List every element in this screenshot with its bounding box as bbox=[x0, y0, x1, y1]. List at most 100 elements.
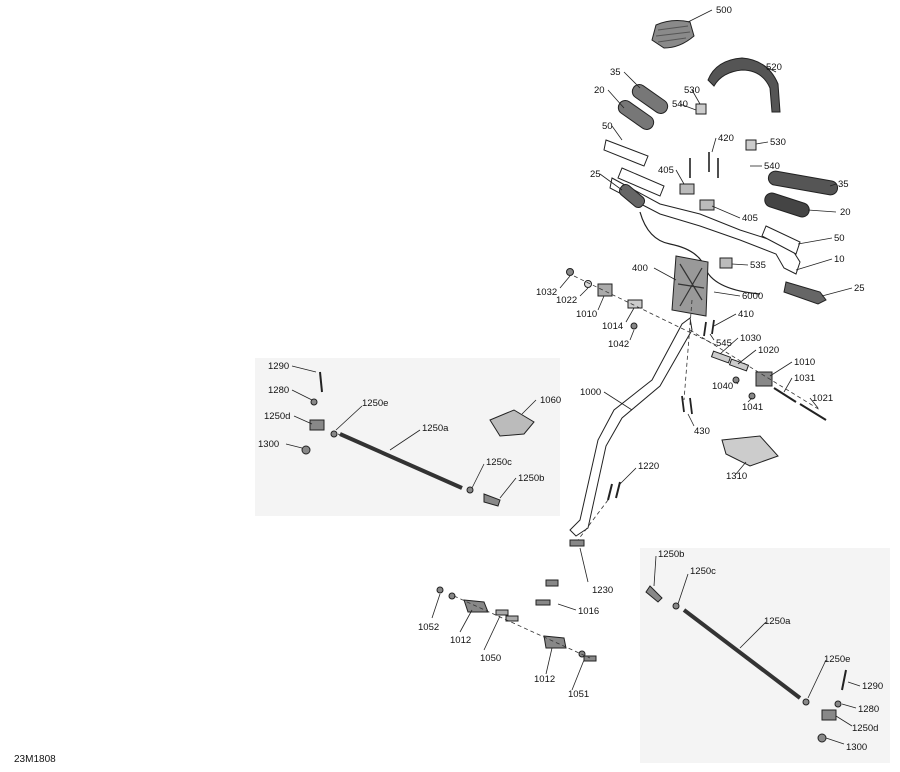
label-410: 410 bbox=[738, 309, 754, 320]
bolts-430 bbox=[681, 395, 693, 415]
tie-rod-end-1250b-right bbox=[645, 585, 663, 603]
label-530-right: 530 bbox=[770, 137, 786, 148]
label-1250d-left: 1250d bbox=[264, 411, 290, 422]
nut-1052-b bbox=[448, 592, 456, 600]
right-tie-rod-panel bbox=[640, 548, 890, 763]
bar-end-right bbox=[783, 281, 827, 305]
ball-joint-1250d-left bbox=[309, 419, 325, 431]
label-1022: 1022 bbox=[556, 295, 577, 306]
label-545: 545 bbox=[716, 338, 732, 349]
nut-1300-right bbox=[817, 733, 827, 743]
label-1051: 1051 bbox=[568, 689, 589, 700]
label-1060: 1060 bbox=[540, 395, 561, 406]
handlebar-part bbox=[609, 177, 801, 275]
label-535: 535 bbox=[750, 260, 766, 271]
sleeve-1020 bbox=[728, 358, 750, 372]
label-50-right: 50 bbox=[834, 233, 845, 244]
grip-cover-part bbox=[651, 20, 695, 49]
screws-420 bbox=[689, 152, 719, 178]
label-1020: 1020 bbox=[758, 345, 779, 356]
label-400: 400 bbox=[632, 263, 648, 274]
label-1300-right: 1300 bbox=[846, 742, 867, 753]
spring-1016-b bbox=[535, 599, 551, 606]
label-1250b-right: 1250b bbox=[658, 549, 684, 560]
label-520: 520 bbox=[766, 62, 782, 73]
label-1031: 1031 bbox=[794, 373, 815, 384]
label-1014: 1014 bbox=[602, 321, 623, 332]
bushing-1230 bbox=[569, 539, 585, 547]
washer-1280-left bbox=[310, 398, 318, 406]
label-35-left: 35 bbox=[610, 67, 621, 78]
label-10: 10 bbox=[834, 254, 845, 265]
diagram-id-label: 23M1808 bbox=[14, 754, 56, 765]
nut-1300-left bbox=[301, 445, 311, 455]
nut-1041 bbox=[748, 392, 756, 400]
label-1220: 1220 bbox=[638, 461, 659, 472]
sleeve-1050-b bbox=[505, 615, 519, 622]
riser-part bbox=[671, 255, 709, 317]
label-25-right: 25 bbox=[854, 283, 865, 294]
part-number-labels: 500 520 35 530 20 540 420 50 530 405 540… bbox=[258, 5, 883, 753]
tie-rod-1250a-right bbox=[682, 608, 802, 700]
left-tube-part bbox=[603, 139, 649, 167]
washer-1022 bbox=[584, 280, 592, 288]
clip-530-right bbox=[745, 139, 757, 151]
label-1250a-right: 1250a bbox=[764, 616, 791, 627]
bracket-405-right bbox=[699, 199, 715, 211]
label-1032: 1032 bbox=[536, 287, 557, 298]
sleeve-1050-a bbox=[495, 609, 509, 616]
jam-nut-1250c-left bbox=[466, 486, 474, 494]
label-1050: 1050 bbox=[480, 653, 501, 664]
label-540-left: 540 bbox=[672, 99, 688, 110]
right-throttle-part bbox=[764, 192, 810, 218]
screw-1290-left bbox=[319, 371, 323, 393]
label-1250c-right: 1250c bbox=[690, 566, 716, 577]
nut-1042 bbox=[630, 322, 638, 330]
label-1280-right: 1280 bbox=[858, 704, 879, 715]
clamp-1010-left bbox=[597, 283, 613, 297]
label-1290-left: 1290 bbox=[268, 361, 289, 372]
tie-rod-end-1250b-left bbox=[483, 493, 501, 507]
assembly-lines bbox=[337, 275, 821, 659]
label-1012-upper: 1012 bbox=[450, 635, 471, 646]
label-540-right: 540 bbox=[764, 161, 780, 172]
ball-joint-1250d-right bbox=[821, 709, 837, 721]
cover-1060 bbox=[489, 409, 535, 437]
label-500: 500 bbox=[716, 5, 732, 16]
left-grip-part bbox=[617, 84, 669, 130]
left-tube-part-2 bbox=[617, 167, 665, 197]
label-1280-left: 1280 bbox=[268, 385, 289, 396]
label-1250e-right: 1250e bbox=[824, 654, 850, 665]
screw-1290-right bbox=[841, 669, 847, 691]
label-1230: 1230 bbox=[592, 585, 613, 596]
label-20-right: 20 bbox=[840, 207, 851, 218]
bolt-1051-b bbox=[583, 655, 597, 662]
label-1250c-left: 1250c bbox=[486, 457, 512, 468]
bolt-1031 bbox=[773, 387, 797, 403]
label-1030: 1030 bbox=[740, 333, 761, 344]
wire-harness bbox=[639, 211, 761, 295]
label-1300-left: 1300 bbox=[258, 439, 279, 450]
bolt-1021 bbox=[799, 403, 827, 421]
label-1041: 1041 bbox=[742, 402, 763, 413]
label-20-left: 20 bbox=[594, 85, 605, 96]
label-25-left: 25 bbox=[590, 169, 601, 180]
label-1042: 1042 bbox=[608, 339, 629, 350]
bolts-410 bbox=[703, 319, 715, 337]
bar-end-left bbox=[618, 183, 646, 209]
bracket-405-left bbox=[679, 183, 695, 195]
jam-nut-1250e-right bbox=[802, 698, 810, 706]
right-grip-part bbox=[767, 170, 839, 196]
jam-nut-1250e-left bbox=[330, 430, 338, 438]
label-1250a-left: 1250a bbox=[422, 423, 449, 434]
label-1040: 1040 bbox=[712, 381, 733, 392]
handle-guard-part bbox=[707, 57, 781, 113]
link-1012-lower bbox=[543, 635, 567, 649]
label-6000: 6000 bbox=[742, 291, 763, 302]
nut-1052-a bbox=[436, 586, 444, 594]
label-430: 430 bbox=[694, 426, 710, 437]
label-1012-lower: 1012 bbox=[534, 674, 555, 685]
leader-lines bbox=[285, 9, 861, 745]
label-1000: 1000 bbox=[580, 387, 601, 398]
